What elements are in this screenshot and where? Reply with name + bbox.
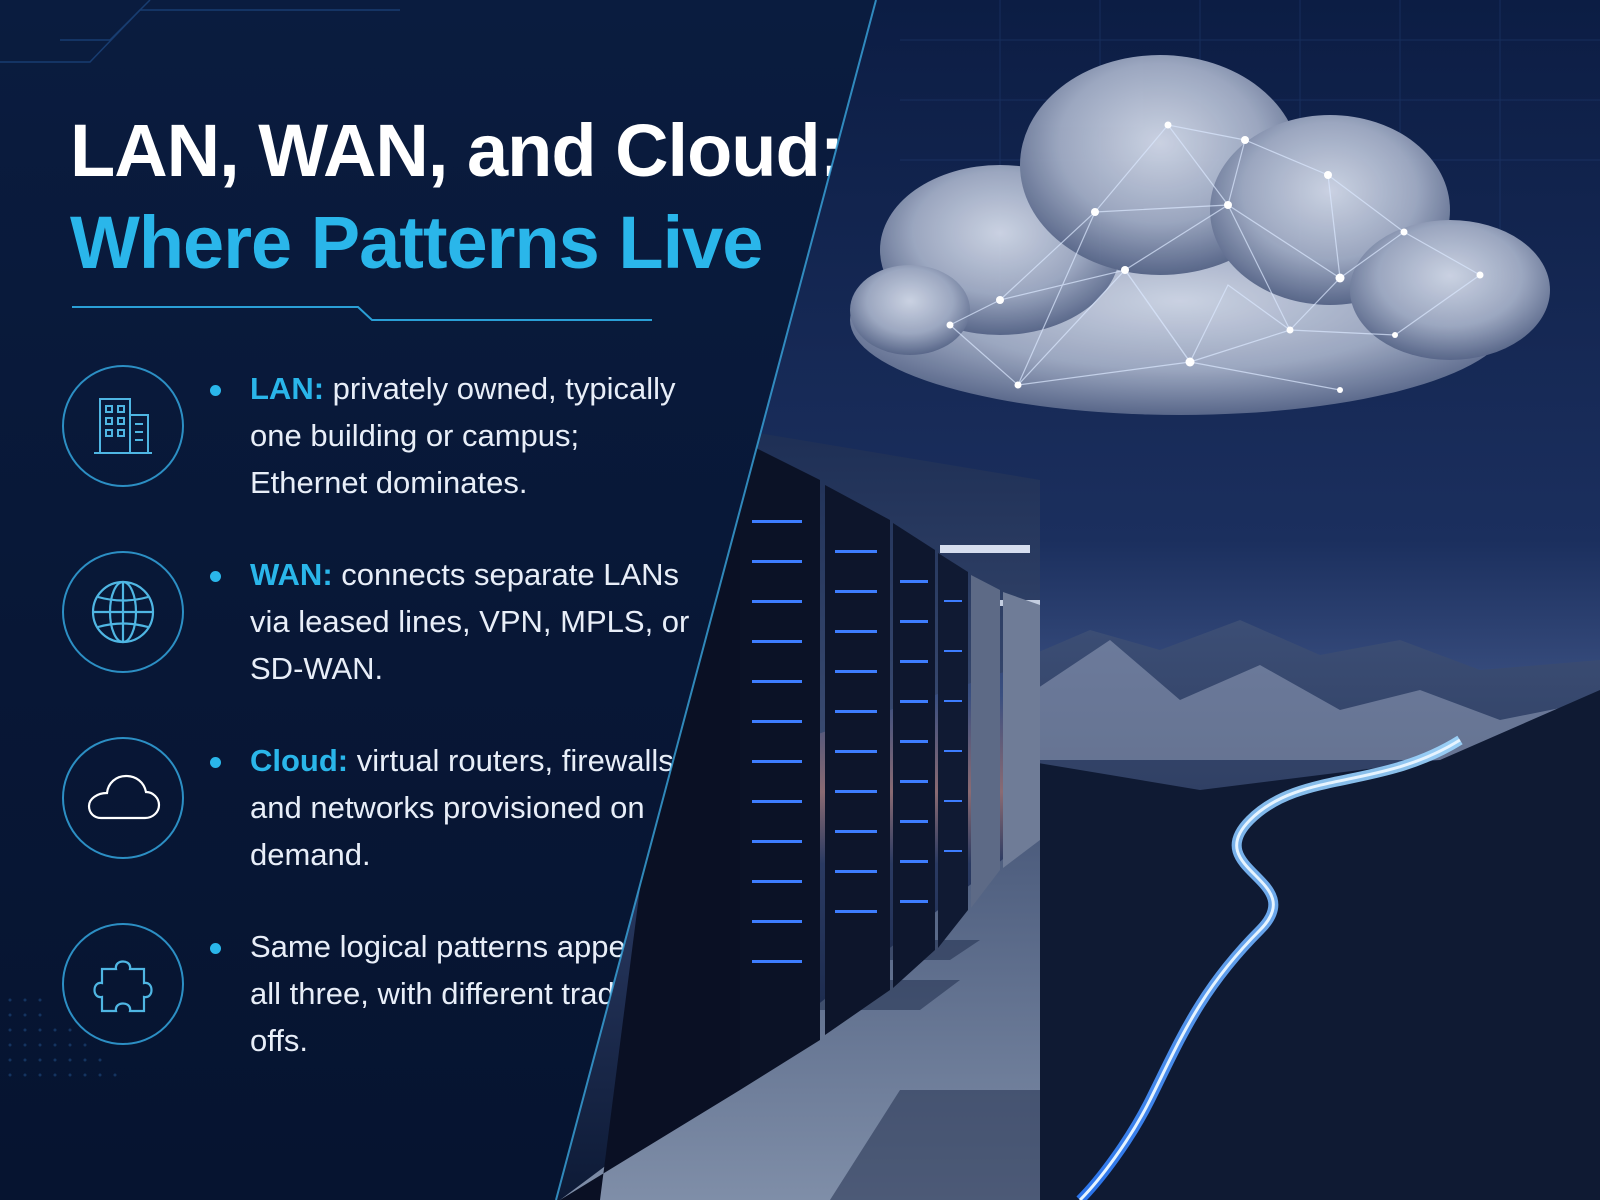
globe-icon-circle [62, 551, 184, 673]
list-item-key: LAN: [250, 371, 325, 406]
puzzle-icon-circle [62, 923, 184, 1045]
list-item-text: Cloud: virtual routers, firewalls, and n… [250, 737, 690, 878]
puzzle-icon [93, 960, 153, 1013]
building-icon-circle [62, 365, 184, 487]
list-item-wan: WAN: connects separate LANs via leased l… [62, 551, 689, 737]
bullet-dot [210, 385, 221, 396]
list-item-body: virtual routers, firewalls, and networks… [250, 743, 683, 872]
list-item-text: LAN: privately owned, typically one buil… [250, 365, 690, 506]
cloud-icon [87, 774, 161, 820]
page-title: LAN, WAN, and Cloud: Where Patterns Live [70, 105, 844, 289]
title-underline [72, 306, 652, 321]
bullet-dot [210, 757, 221, 768]
globe-icon [91, 580, 155, 644]
list-item-text: WAN: connects separate LANs via leased l… [250, 551, 690, 692]
bullet-dot [210, 943, 221, 954]
list-item-key: Cloud: [250, 743, 349, 778]
list-item-lan: LAN: privately owned, typically one buil… [62, 365, 682, 551]
list-item-body: privately owned, typically one building … [250, 371, 676, 500]
list-item-cloud: Cloud: virtual routers, firewalls, and n… [62, 737, 682, 923]
network-cloud [850, 55, 1550, 415]
building-icon [94, 398, 152, 454]
list-item-key: WAN: [250, 557, 333, 592]
title-line-1: LAN, WAN, and Cloud: [70, 109, 844, 192]
title-line-2: Where Patterns Live [70, 201, 763, 284]
bullet-dot [210, 571, 221, 582]
cloud-icon-circle [62, 737, 184, 859]
bullet-list: LAN: privately owned, typically one buil… [62, 365, 689, 1109]
